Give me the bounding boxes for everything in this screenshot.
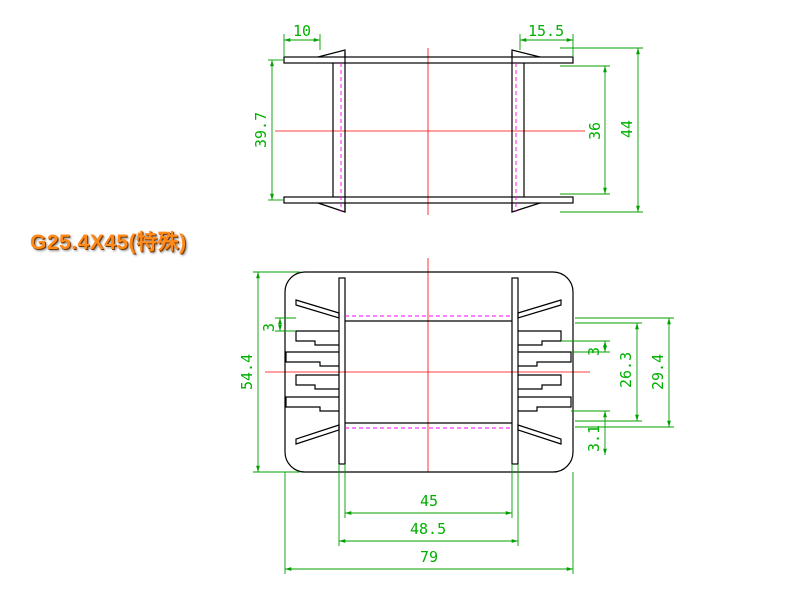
dim-top-inner-height: 39.7: [252, 112, 270, 148]
top-flange-upper: [283, 56, 574, 64]
bobbin-base-outline: [284, 271, 574, 473]
dim-bottom-window-height: 26.3: [617, 352, 635, 388]
lug: [317, 49, 346, 58]
dim-bottom-pin-pitch-right: 3: [585, 347, 603, 356]
dim-bottom-outer-window-height: 29.4: [649, 354, 667, 390]
dim-bottom-pin-offset: 3.1: [585, 425, 603, 452]
left-pins: [285, 330, 339, 412]
top-view: 10 15.5 39.7 36 44: [252, 22, 643, 215]
drawing-title: G25.4X45(特殊): [30, 231, 187, 254]
dim-bottom-overall-height: 54.4: [238, 354, 256, 390]
dim-top-window-height: 36: [586, 122, 604, 140]
bottom-view: 54.4 3 3 26.3 29.4 3.1 45 48.5: [238, 258, 674, 574]
dim-bottom-window-width: 48.5: [410, 520, 446, 538]
left-wall: [338, 277, 346, 465]
dim-bottom-overall-width: 79: [420, 548, 438, 566]
dim-bottom-inner-width: 45: [420, 492, 438, 510]
right-wall: [511, 277, 519, 465]
dim-top-left-flange: 10: [293, 22, 311, 40]
dim-bottom-pin-pitch-left: 3: [260, 323, 278, 332]
dim-top-overall-height: 44: [618, 120, 636, 138]
right-pins: [518, 330, 572, 412]
dim-top-right-flange: 15.5: [528, 22, 564, 40]
top-flange-lower: [283, 196, 574, 204]
